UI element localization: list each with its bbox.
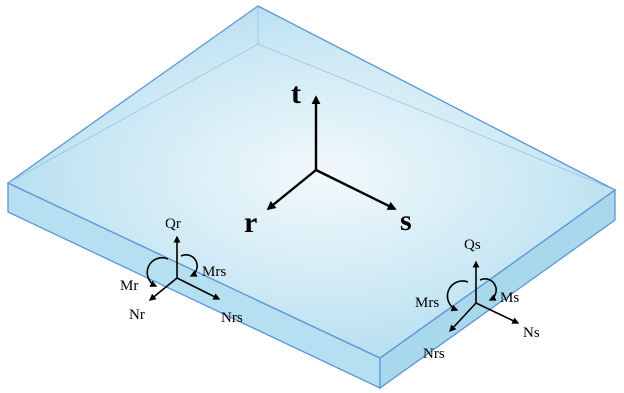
mrs-label-r: Mrs bbox=[202, 264, 226, 280]
nrs-arrow bbox=[176, 277, 221, 300]
mr-moment-arc bbox=[146, 256, 169, 287]
ns-label: Ns bbox=[523, 325, 540, 341]
nrs-label-r: Nrs bbox=[221, 310, 243, 326]
qs-label: Qs bbox=[464, 237, 481, 253]
ms-label: Ms bbox=[500, 290, 519, 306]
mrs-moment-arc bbox=[180, 254, 198, 277]
t-axis-label: t bbox=[291, 77, 301, 110]
r-face-forces: Qr Mr Mrs Nr Nrs bbox=[120, 216, 243, 326]
ms-moment-arc bbox=[479, 278, 497, 301]
ns-arrow bbox=[475, 302, 520, 324]
s-axis-arrow bbox=[315, 168, 397, 211]
mr-label: Mr bbox=[120, 278, 138, 294]
nrs-label-s: Nrs bbox=[423, 346, 445, 362]
global-axes: t r s bbox=[244, 77, 412, 239]
plate-slab bbox=[6, 5, 617, 390]
r-axis-label: r bbox=[244, 206, 257, 239]
plate-top-face bbox=[6, 5, 617, 359]
s-axis-label: s bbox=[400, 204, 412, 237]
s-face-forces: Qs Mrs Ms Ns Nrs bbox=[415, 237, 540, 362]
nr-arrow bbox=[148, 277, 178, 301]
nr-label: Nr bbox=[129, 307, 145, 323]
qr-label: Qr bbox=[165, 216, 181, 232]
mrs-label-s: Mrs bbox=[415, 295, 439, 311]
r-axis-arrow bbox=[266, 169, 317, 211]
mrs-moment-arc-s bbox=[446, 280, 469, 312]
nrs-arrow-s bbox=[449, 302, 477, 333]
